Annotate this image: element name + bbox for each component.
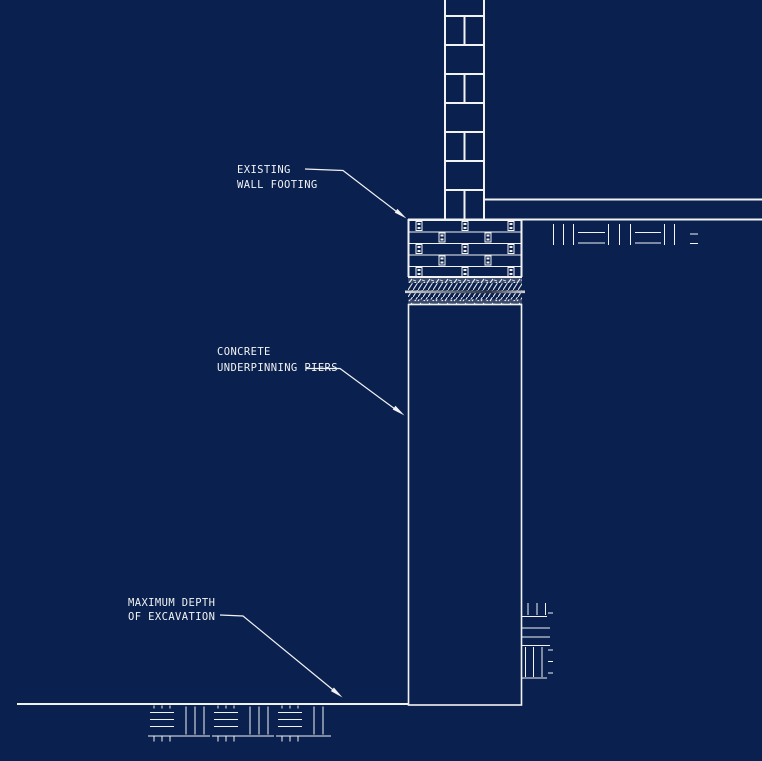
leader-concrete-underpinning-piers [306,367,405,416]
earth-hatch-right-of-footing [552,224,698,245]
label-existing-line2: WALL FOOTING [237,179,318,191]
existing-wall-footing [407,219,523,278]
label-concrete-line1: CONCRETE [217,346,271,358]
grade-line-right [408,198,762,221]
label-existing-line1: EXISTING [237,164,291,176]
earth-hatch-right-of-pier [522,603,553,679]
label-concrete-line2: UNDERPINNING PIERS [217,362,338,374]
earth-hatch-below-excavation [148,705,331,742]
annotation-text: EXISTING WALL FOOTING CONCRETE UNDERPINN… [128,164,338,623]
leader-existing-wall-footing [304,168,407,219]
label-maxdepth-line2: OF EXCAVATION [128,611,215,623]
arrowhead [330,687,343,698]
drypack-shim-zone [405,278,525,306]
arrowhead [394,208,407,219]
label-maxdepth-line1: MAXIMUM DEPTH [128,597,215,609]
leader-maximum-depth [219,614,343,698]
arrowhead [392,405,405,416]
steel-shim-plate [405,290,525,294]
masonry-wall [444,0,485,219]
concrete-underpinning-pier [407,303,523,706]
